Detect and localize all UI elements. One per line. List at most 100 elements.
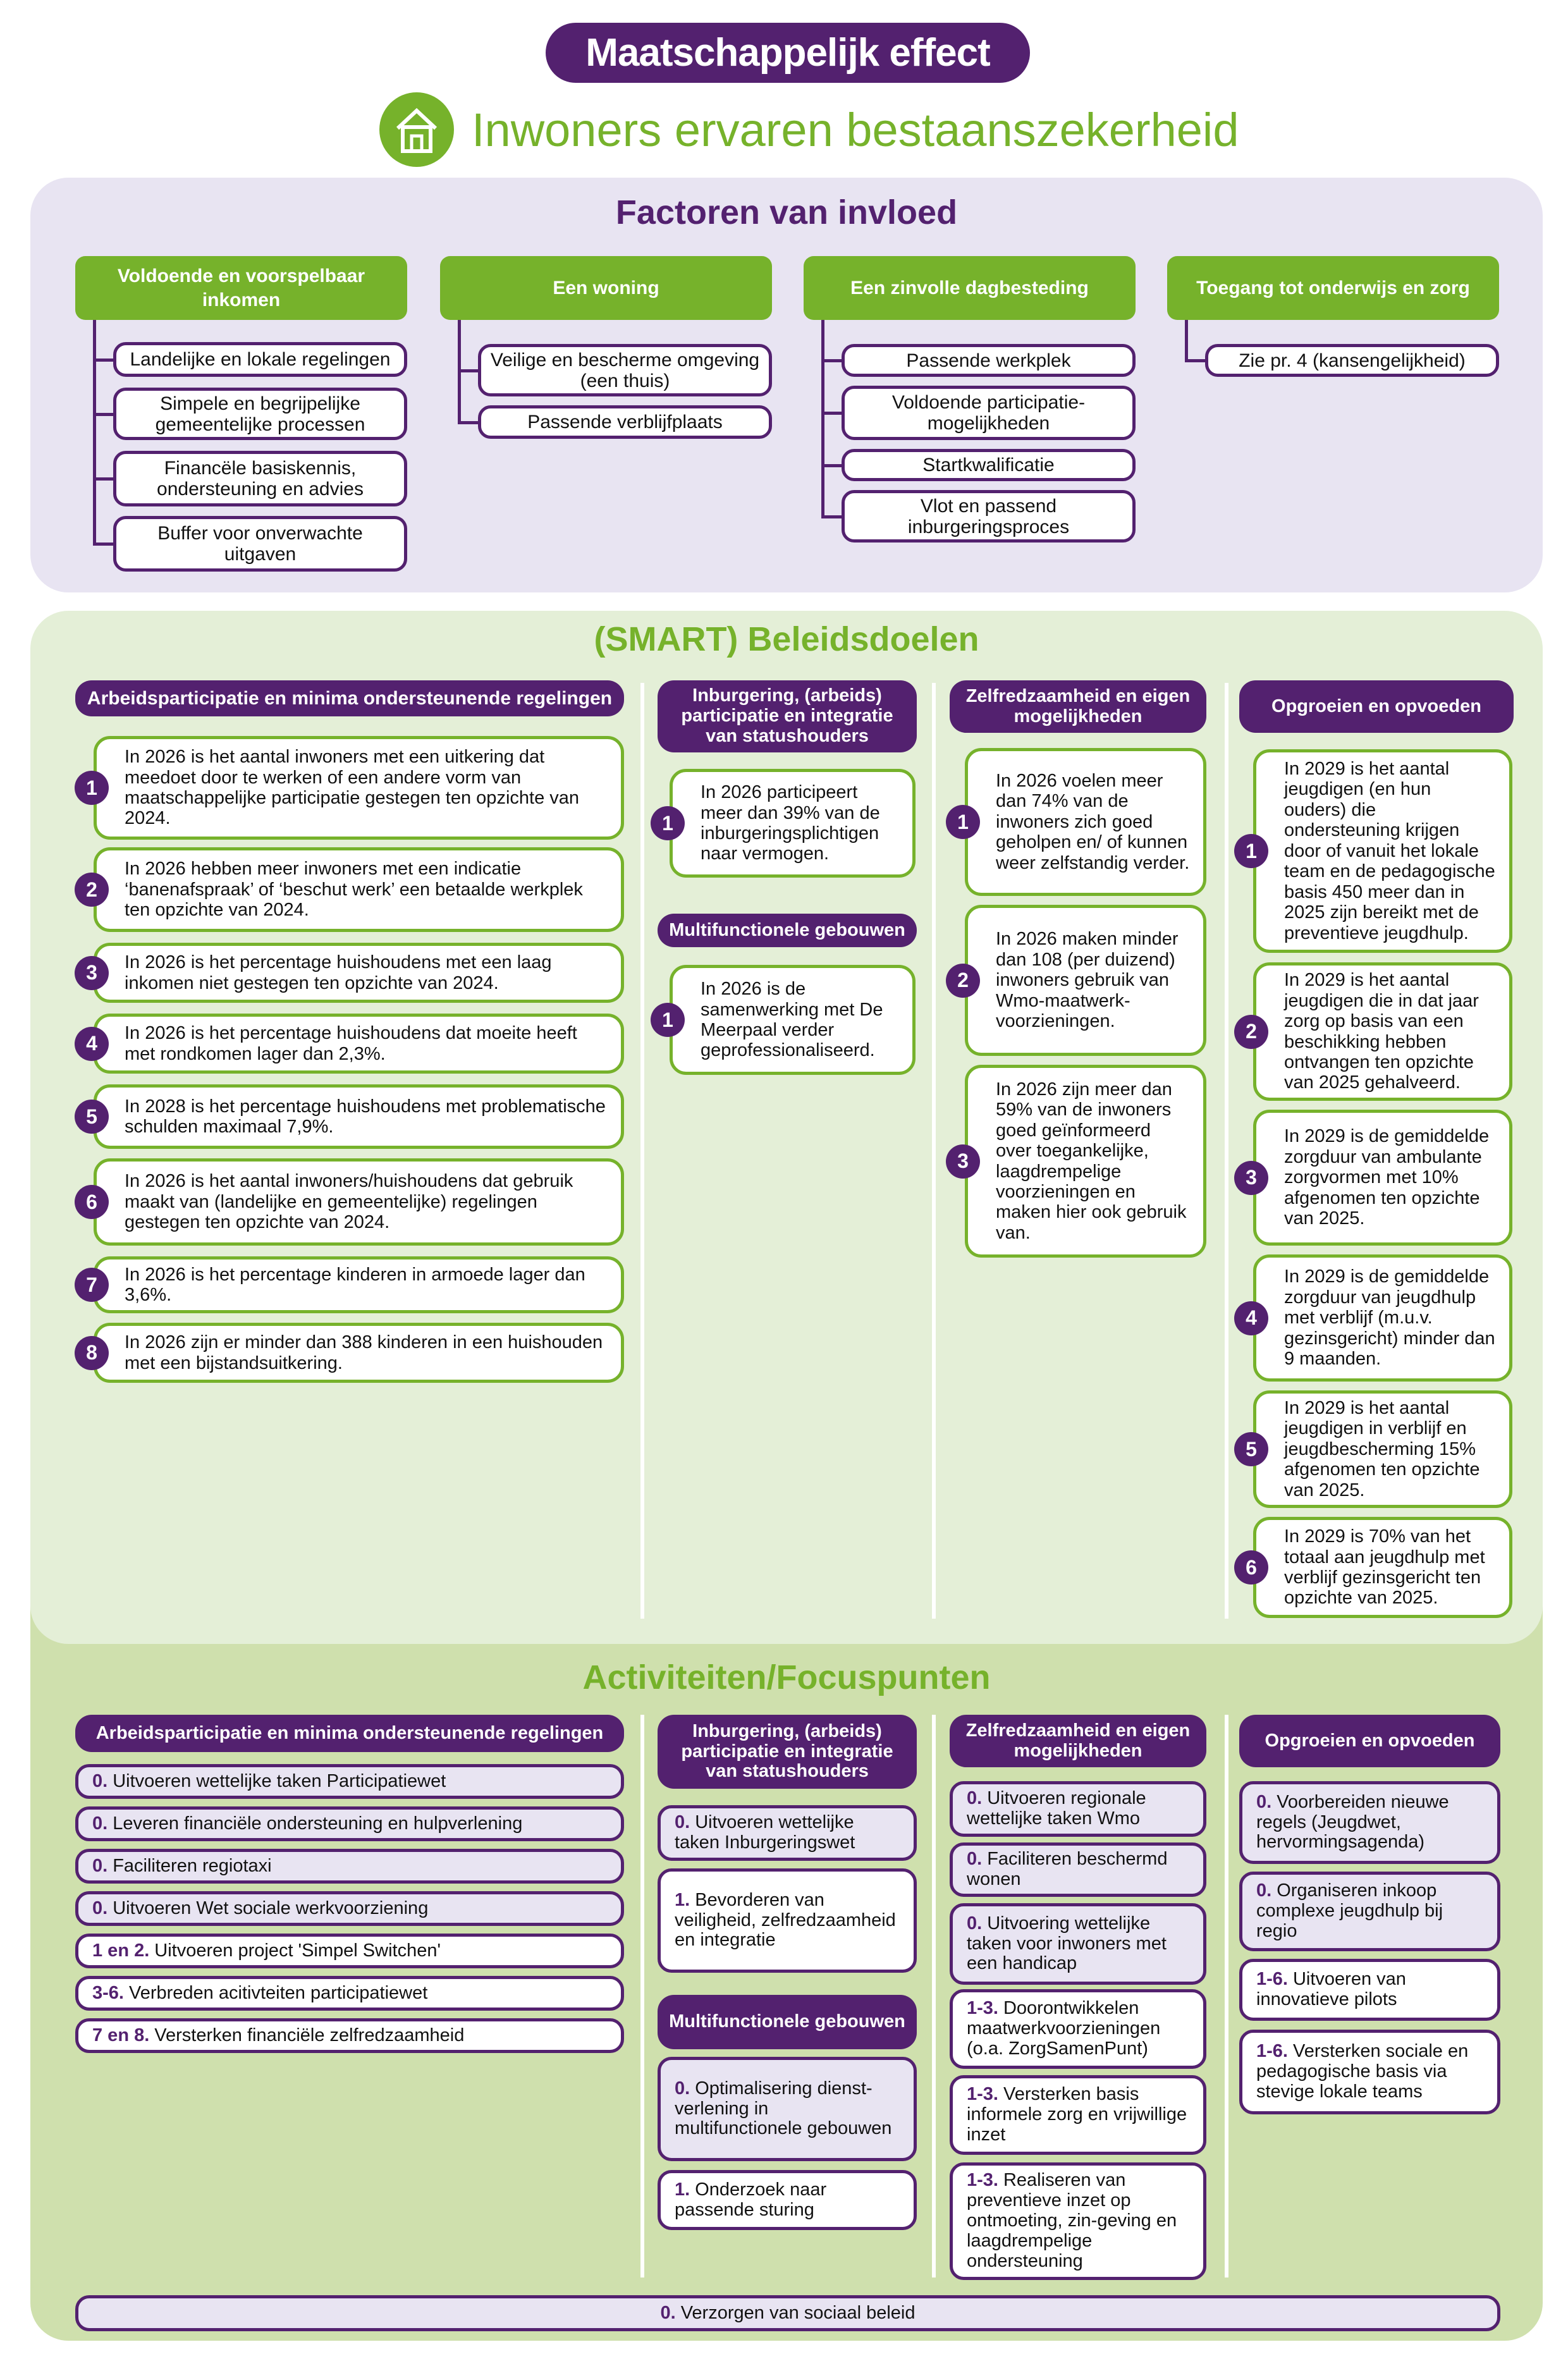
goal-group-header: Arbeidsparticipatie en minima ondersteun… [75,680,624,716]
activity-label: Uitvoeren wettelijke taken Participatiew… [113,1770,446,1791]
activity-label: Uitvoeren project 'Simpel Switchen' [154,1940,441,1961]
activity-item: 0.Optimalisering dienst-verlening in mul… [658,2057,917,2161]
goal-number: 3 [1246,1166,1257,1189]
activity-item: 1-3.Realiseren van preventieve inzet op … [950,2162,1206,2280]
activity-group-header: Opgroeien en opvoeden [1239,1715,1500,1767]
goal-number: 5 [86,1105,97,1128]
connector-stub [93,477,114,481]
factor-header: Een woning [440,256,772,320]
connector-line [93,320,96,544]
goal-number-badge: 3 [1234,1160,1268,1195]
activity-label: Uitvoeren van innovatieve pilots [1256,1969,1406,2009]
goal-item: In 2026 zijn er minder dan 388 kinderen … [94,1323,624,1383]
factor-item: Vlot en passend inburgeringsproces [842,490,1136,543]
factor-item: Zie pr. 4 (kansengelijkheid) [1205,344,1499,377]
goal-text: In 2026 is het aantal inwoners/huishoude… [125,1171,573,1233]
connector-stub [1185,359,1206,362]
factor-item-label: Simpele en begrijpelijke gemeentelijke p… [155,393,365,435]
activity-ref: 0. [967,1913,983,1934]
activity-ref: 7 en 8. [92,2025,150,2045]
activity-text: 0.Faciliteren beschermd wonen [967,1849,1189,1890]
activity-text: 0.Uitvoeren Wet sociale werkvoorziening [92,1897,428,1919]
goal-number: 1 [662,1008,673,1031]
activity-ref: 1. [675,2179,690,2200]
activity-group-header: Zelfredzaamheid en eigen mogelijkheden [950,1715,1206,1767]
goal-text: In 2029 is 70% van het totaal aan jeugdh… [1284,1526,1485,1609]
activity-ref: 1 en 2. [92,1940,150,1961]
goal-number: 1 [662,811,673,835]
goal-number-badge: 1 [1234,834,1268,868]
goal-number: 5 [1246,1437,1257,1461]
activity-text: 1.Bevorderen van veiligheid, zelfredzaam… [675,1889,900,1951]
factor-item: Startkwalificatie [842,449,1136,481]
activity-text: 0.Uitvoeren wettelijke taken Inburgering… [675,1812,900,1853]
activity-text: 0.Optimalisering dienst-verlening in mul… [675,2078,900,2140]
goal-number: 7 [86,1273,97,1296]
factor-item: Passende werkplek [842,344,1136,377]
activity-group-header: Inburgering, (arbeids) participatie en i… [658,1715,917,1789]
goal-text: In 2029 is de gemiddelde zorgduur van am… [1284,1126,1490,1229]
goal-item: In 2028 is het percentage huishoudens me… [94,1084,624,1149]
goal-text: In 2026 voelen meer dan 74% van de inwon… [996,770,1190,873]
goal-text: In 2029 is de gemiddelde zorgduur van je… [1284,1266,1495,1370]
activity-label: Versterken basis informele zorg en vrijw… [967,2084,1187,2145]
activity-text: 0.Organiseren inkoop complexe jeugdhulp … [1256,1880,1483,1942]
activity-label: Verbreden acitivteiten participatiewet [128,1982,428,2003]
activity-group-header: Arbeidsparticipatie en minima ondersteun… [75,1715,624,1752]
goal-number-badge: 4 [75,1026,109,1061]
activity-ref: 0. [675,2078,690,2099]
activity-label: Voorbereiden nieuwe regels (Jeugdwet, he… [1256,1791,1449,1853]
activity-label: Organiseren inkoop complexe jeugdhulp bi… [1256,1880,1443,1941]
factor-item: Simpele en begrijpelijke gemeentelijke p… [113,388,407,440]
goal-group-header: Zelfredzaamheid en eigen mogelijkheden [950,680,1206,733]
goal-item: In 2026 is het percentage huishoudens me… [94,943,624,1003]
connector-stub [458,369,479,372]
activity-ref: 1-6. [1256,1969,1288,1990]
activity-text: 1-3.Versterken basis informele zorg en v… [967,2084,1189,2145]
goal-number: 3 [86,961,97,984]
activity-item: 0.Organiseren inkoop complexe jeugdhulp … [1239,1872,1500,1951]
goal-number: 1 [957,810,969,833]
goal-number: 6 [1246,1555,1257,1579]
goal-text: In 2026 is het aantal inwoners met een u… [125,747,580,829]
factor-item-label: Passende verblijfplaats [527,412,723,432]
factor-header: Voldoende en voorspelbaar inkomen [75,256,407,320]
factor-item-label: Financële basiskennis, ondersteuning en … [157,458,364,500]
goal-number-badge: 4 [1234,1301,1268,1335]
activity-ref: 0. [967,1849,983,1870]
goal-item: In 2026 voelen meer dan 74% van de inwon… [965,748,1206,896]
activity-text: 1-6.Versterken sociale en pedagogische b… [1256,2041,1483,2102]
activity-text: 1 en 2.Uitvoeren project 'Simpel Switche… [92,1940,441,1961]
activity-label: Realiseren van preventieve inzet op ontm… [967,2170,1177,2271]
activity-item: 7 en 8.Versterken financiële zelfredzaam… [75,2018,624,2053]
activity-ref: 0. [92,1813,108,1834]
goal-text: In 2028 is het percentage huishoudens me… [125,1096,606,1137]
goal-text: In 2026 zijn meer dan 59% van de inwoner… [996,1079,1187,1243]
column-separator [932,1715,936,2277]
goal-number-badge: 7 [75,1268,109,1302]
activity-label: Faciliteren regiotaxi [113,1855,272,1876]
activity-text: 0.Uitvoering wettelijke taken voor inwon… [967,1913,1189,1975]
activity-ref: 1. [675,1889,690,1910]
column-separator [932,683,936,1619]
activity-ref: 0. [675,1812,690,1833]
activity-label: Verzorgen van sociaal beleid [680,2302,916,2323]
activity-text: 3-6.Verbreden acitivteiten participatiew… [92,1983,427,2004]
activity-label: Faciliteren beschermd wonen [967,1849,1168,1889]
activity-item: 3-6.Verbreden acitivteiten participatiew… [75,1976,624,2011]
factor-item-label: Startkwalificatie [922,455,1055,475]
goal-number-badge: 8 [75,1335,109,1370]
activity-label: Versterken financiële zelfredzaamheid [154,2025,465,2045]
goal-text: In 2029 is het aantal jeugdigen in verbl… [1284,1397,1480,1500]
goal-number: 8 [86,1341,97,1364]
goal-number-badge: 6 [75,1185,109,1219]
activity-ref: 1-3. [967,2084,998,2105]
activity-label: Leveren financiële ondersteuning en hulp… [113,1813,523,1834]
activity-ref: 0. [92,1897,108,1918]
activity-footer-item: 0.Verzorgen van sociaal beleid [75,2295,1500,2331]
goal-group-header: Multifunctionele gebouwen [658,914,917,947]
activity-text: 0.Voorbereiden nieuwe regels (Jeugdwet, … [1256,1791,1483,1853]
goal-item: In 2026 is de samenwerking met De Meerpa… [670,965,916,1075]
column-separator [1225,1715,1228,2277]
factor-item: Buffer voor onverwachte uitgaven [113,516,407,572]
